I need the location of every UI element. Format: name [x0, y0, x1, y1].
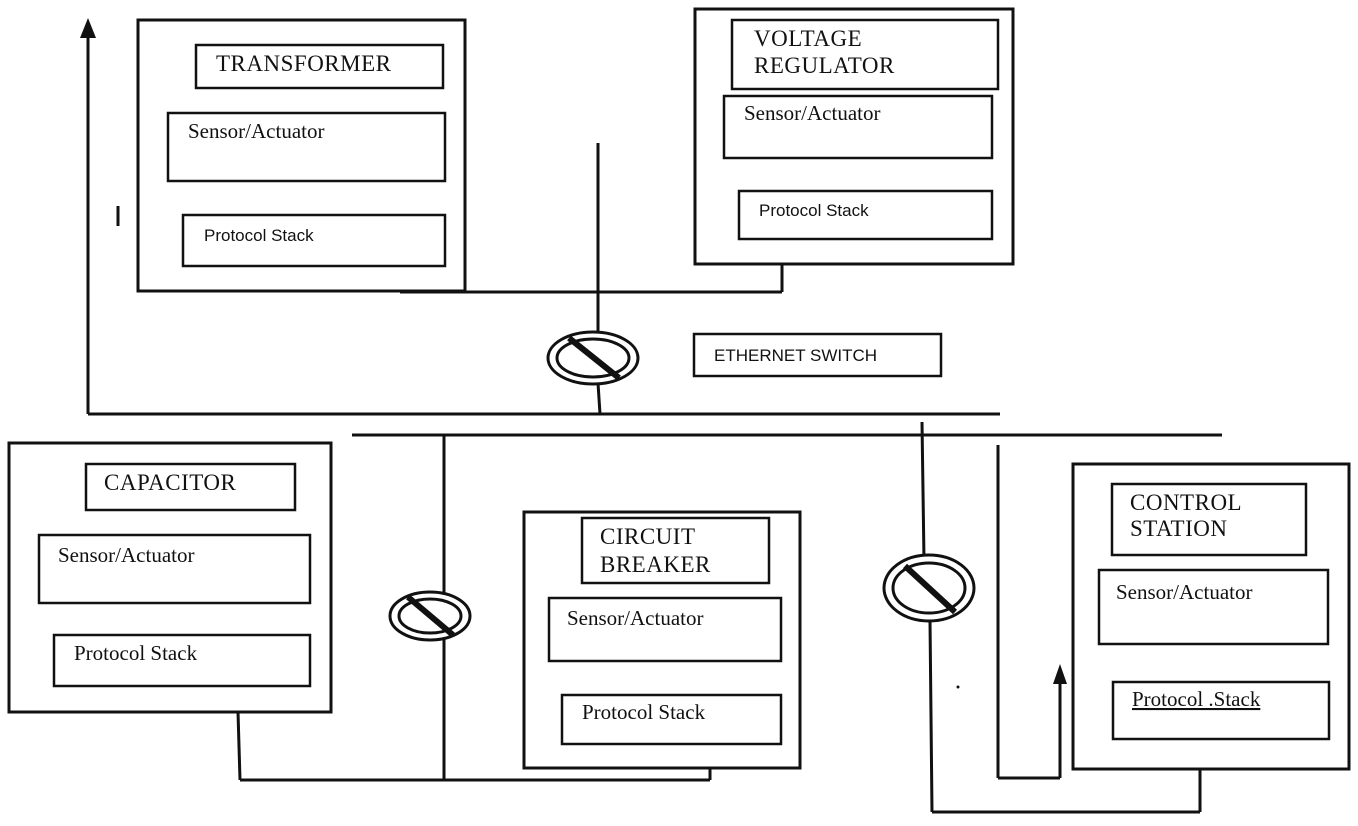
voltage-regulator-title-line1: VOLTAGE — [754, 26, 862, 51]
transformer-protocol-label: Protocol Stack — [204, 226, 314, 245]
right-switch-trunk — [920, 421, 926, 561]
ethernet-switch-symbol-right — [882, 553, 976, 623]
transformer-title-box — [194, 43, 445, 90]
transformer-sensor-box — [166, 111, 447, 183]
transformer-sensor-label: Sensor/Actuator — [188, 119, 324, 143]
stray-dot — [956, 685, 960, 689]
voltage-regulator-title-line2: REGULATOR — [754, 53, 895, 78]
circuit-breaker-title-box — [580, 516, 771, 585]
ethernet-switch-label-box: ETHERNET SWITCH — [692, 332, 943, 378]
capacitor-protocol-label: Protocol Stack — [74, 641, 198, 665]
control-station-protocol-box — [1111, 680, 1331, 741]
control-station-title-line2: STATION — [1130, 516, 1228, 541]
transformer-title: TRANSFORMER — [216, 51, 392, 76]
voltage-regulator-protocol-box — [737, 189, 994, 241]
right-switch-trunk-lower — [928, 619, 934, 813]
voltage-regulator-title-box — [730, 18, 1000, 91]
voltage-regulator-sensor-box — [722, 94, 994, 160]
control-station-title-box — [1110, 482, 1308, 557]
capacitor-sensor-label: Sensor/Actuator — [58, 543, 194, 567]
control-station-title-line1: CONTROL — [1130, 490, 1242, 515]
control-station-sensor-label: Sensor/Actuator — [1116, 580, 1252, 604]
control-station-sensor-box — [1097, 568, 1330, 646]
voltage-regulator-block: VOLTAGE REGULATOR Sensor/Actuator Protoc… — [693, 7, 1015, 266]
circuit-breaker-sensor-label: Sensor/Actuator — [567, 606, 703, 630]
capacitor-title-box — [84, 462, 297, 512]
voltage-regulator-sensor-label: Sensor/Actuator — [744, 101, 880, 125]
transformer-protocol-box — [181, 213, 447, 268]
control-station-block: CONTROL STATION Sensor/Actuator Protocol… — [1071, 462, 1351, 771]
transformer-block: TRANSFORMER Sensor/Actuator Protocol Sta… — [136, 18, 467, 293]
circuit-breaker-protocol-label: Protocol Stack — [582, 700, 706, 724]
voltage-regulator-protocol-label: Protocol Stack — [759, 201, 869, 220]
ethernet-switch-label: ETHERNET SWITCH — [714, 346, 877, 365]
circuit-breaker-block: CIRCUIT BREAKER Sensor/Actuator Protocol… — [522, 510, 802, 770]
up-arrow-icon — [1053, 664, 1067, 684]
capacitor-sensor-box — [37, 533, 312, 605]
up-arrow-icon — [80, 18, 96, 38]
top-switch-trunk-lower — [596, 382, 602, 415]
circuit-breaker-sensor-box — [547, 596, 783, 663]
capacitor-drop — [236, 711, 242, 781]
control-station-protocol-label: Protocol .Stack — [1132, 687, 1261, 711]
circuit-breaker-protocol-box — [560, 693, 783, 746]
ethernet-switch-symbol-top — [546, 330, 640, 386]
circuit-breaker-title-line1: CIRCUIT — [600, 524, 696, 549]
circuit-breaker-title-line2: BREAKER — [600, 552, 711, 577]
capacitor-protocol-box — [52, 633, 312, 688]
capacitor-block: CAPACITOR Sensor/Actuator Protocol Stack — [7, 441, 333, 714]
capacitor-title: CAPACITOR — [104, 470, 236, 495]
ethernet-switch-symbol-middle — [388, 590, 472, 642]
